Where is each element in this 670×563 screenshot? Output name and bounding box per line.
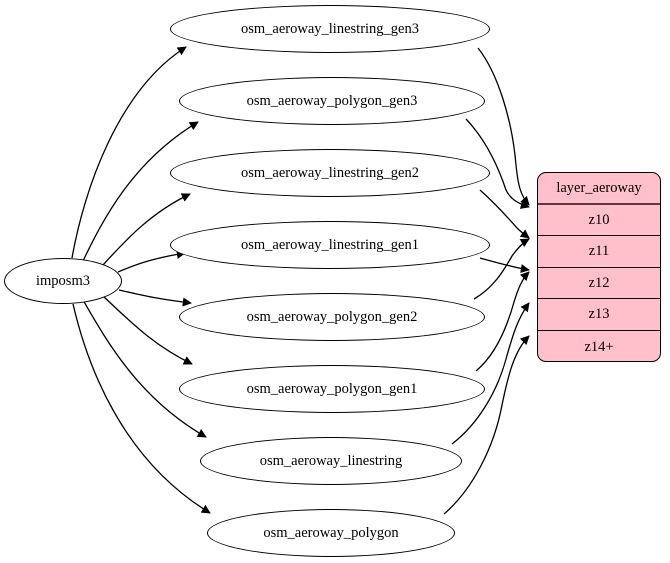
edge-imposm3-to-polygon <box>72 303 211 514</box>
edge-polygon-to-z14 <box>443 335 530 515</box>
node-label: osm_aeroway_linestring <box>259 452 403 469</box>
row-label: z11 <box>588 243 610 260</box>
node-label: osm_aeroway_linestring_gen2 <box>241 164 419 181</box>
node-osm-aeroway-linestring-gen2[interactable]: osm_aeroway_linestring_gen2 <box>170 149 490 197</box>
node-label: osm_aeroway_linestring_gen1 <box>241 236 419 253</box>
edge-imposm3-to-polygon-gen2 <box>118 289 192 307</box>
edge-imposm3-to-linestring-gen3 <box>71 46 187 259</box>
edge-linestring-gen3-to-z10 <box>477 47 530 206</box>
layer-aeroway-row-z14[interactable]: z14+ <box>538 331 660 361</box>
edge-linestring-gen1-to-z12 <box>479 257 530 274</box>
edge-polygon-gen1-to-z12 <box>475 271 530 372</box>
row-label: z13 <box>588 306 610 323</box>
row-label: z12 <box>588 274 610 291</box>
edge-imposm3-to-linestring <box>82 299 207 438</box>
node-layer-aeroway[interactable]: layer_aeroway z10 z11 z12 z13 z14+ <box>537 172 661 362</box>
node-label: osm_aeroway_polygon_gen1 <box>246 380 418 397</box>
node-osm-aeroway-polygon-gen3[interactable]: osm_aeroway_polygon_gen3 <box>179 77 485 125</box>
node-imposm3-label: imposm3 <box>36 272 90 289</box>
edge-polygon-gen2-to-z11 <box>473 238 530 300</box>
node-imposm3[interactable]: imposm3 <box>4 258 122 304</box>
node-osm-aeroway-linestring-gen3[interactable]: osm_aeroway_linestring_gen3 <box>170 5 490 53</box>
edge-imposm3-to-linestring-gen1 <box>117 249 186 273</box>
node-osm-aeroway-polygon-gen2[interactable]: osm_aeroway_polygon_gen2 <box>179 293 485 341</box>
edge-polygon-gen3-to-z10 <box>465 118 530 209</box>
edge-linestring-gen2-to-z11 <box>479 189 530 239</box>
layer-aeroway-row-z13[interactable]: z13 <box>538 299 660 331</box>
layer-aeroway-row-z12[interactable]: z12 <box>538 268 660 300</box>
node-label: osm_aeroway_polygon <box>263 524 399 541</box>
edge-imposm3-to-polygon-gen1 <box>103 296 193 365</box>
node-osm-aeroway-linestring-gen1[interactable]: osm_aeroway_linestring_gen1 <box>170 221 490 269</box>
node-osm-aeroway-polygon-gen1[interactable]: osm_aeroway_polygon_gen1 <box>179 365 485 413</box>
node-osm-aeroway-polygon[interactable]: osm_aeroway_polygon <box>207 509 455 557</box>
layer-aeroway-header: layer_aeroway <box>538 173 660 205</box>
row-label: z10 <box>588 211 610 228</box>
edge-imposm3-to-polygon-gen3 <box>81 121 199 264</box>
layer-aeroway-row-z10[interactable]: z10 <box>538 205 660 237</box>
edge-imposm3-to-linestring-gen2 <box>101 193 191 267</box>
node-osm-aeroway-linestring[interactable]: osm_aeroway_linestring <box>200 437 462 485</box>
edge-linestring-to-z13 <box>451 302 530 445</box>
layer-aeroway-row-z11[interactable]: z11 <box>538 236 660 268</box>
row-label: z14+ <box>584 338 614 355</box>
node-label: osm_aeroway_linestring_gen3 <box>241 20 419 37</box>
layer-aeroway-header-label: layer_aeroway <box>556 179 642 196</box>
node-label: osm_aeroway_polygon_gen2 <box>246 308 418 325</box>
node-label: osm_aeroway_polygon_gen3 <box>246 92 418 109</box>
